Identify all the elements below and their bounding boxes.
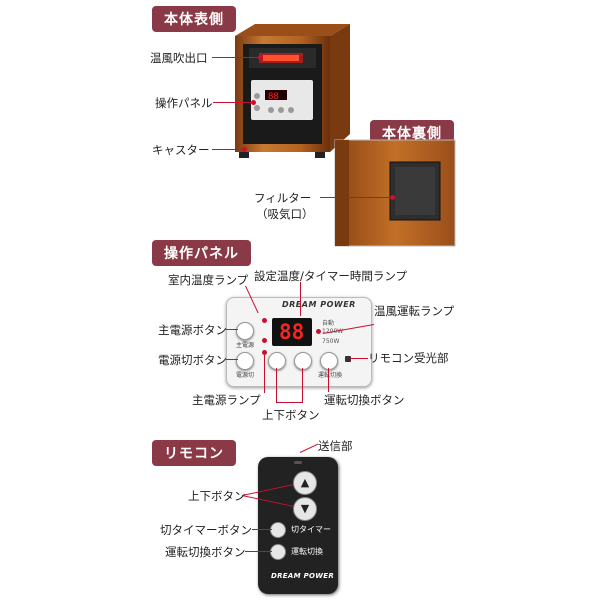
label-mode-button: 運転切換ボタン — [324, 393, 405, 407]
panel-display-digits: 88 — [279, 320, 305, 344]
leader-up-down-v2 — [302, 368, 303, 402]
leader-dot-filter — [390, 195, 395, 200]
remote-mode-label: 運転切換 — [291, 547, 323, 556]
panel-indicator-750: 750W — [322, 338, 340, 345]
heater-back-image — [334, 139, 456, 247]
label-filter-2: （吸気口） — [256, 207, 314, 221]
leader-main-power-lamp — [264, 355, 265, 393]
remote-brand: DREAM POWER — [271, 572, 335, 580]
label-caster: キャスター — [152, 143, 210, 157]
header-remote: リモコン — [152, 440, 236, 466]
label-main-power-lamp: 主電源ランプ — [192, 393, 261, 407]
remote-timer-button[interactable] — [270, 522, 286, 538]
leader-filter — [320, 197, 392, 198]
label-remote-timer: 切タイマーボタン — [160, 523, 252, 537]
label-remote-receiver: リモコン受光部 — [368, 351, 449, 365]
leader-dot-caster — [242, 147, 247, 152]
label-main-power-button: 主電源ボタン — [158, 323, 227, 337]
leader-up-down-v1 — [276, 368, 277, 402]
label-transmitter: 送信部 — [318, 439, 353, 453]
leader-main-power-button — [226, 329, 238, 330]
remote-down-button[interactable]: ▼ — [293, 497, 317, 521]
panel-power-off-button[interactable] — [236, 352, 254, 370]
leader-caster — [212, 149, 244, 150]
panel-remote-receiver — [345, 356, 351, 362]
panel-mode-button[interactable] — [320, 352, 338, 370]
panel-display — [272, 318, 312, 346]
leader-set-temp — [300, 282, 301, 316]
label-remote-up-down: 上下ボタン — [188, 489, 246, 503]
label-room-temp-lamp: 室内温度ランプ — [168, 273, 249, 287]
leader-transmitter — [299, 443, 319, 453]
panel-indicator-auto: 自動 — [322, 320, 335, 327]
panel-up-button[interactable] — [268, 352, 286, 370]
label-remote-mode: 運転切換ボタン — [165, 545, 246, 559]
leader-panel-front — [213, 102, 253, 103]
panel-indicator-set — [262, 338, 267, 343]
label-power-off-button: 電源切ボタン — [158, 353, 227, 367]
leader-outlet — [212, 57, 260, 58]
panel-power-off-label: 電源切 — [236, 372, 255, 379]
label-heat-lamp: 温風運転ランプ — [374, 304, 455, 318]
panel-indicator-heat — [316, 329, 321, 334]
panel-down-button[interactable] — [294, 352, 312, 370]
label-up-down-button: 上下ボタン — [262, 408, 320, 422]
leader-power-off-button — [226, 359, 238, 360]
leader-remote-mode — [245, 551, 272, 552]
svg-text:88: 88 — [268, 92, 279, 102]
header-panel: 操作パネル — [152, 240, 251, 266]
label-outlet: 温風吹出口 — [150, 51, 208, 65]
panel-indicator-room — [262, 318, 267, 323]
heater-front-image: 88 — [235, 24, 350, 158]
panel-main-power-button[interactable] — [236, 322, 254, 340]
label-panel-front: 操作パネル — [155, 96, 213, 110]
header-front: 本体表側 — [152, 6, 236, 32]
leader-mode-button — [328, 368, 329, 392]
panel-mode-label: 運転切換 — [318, 372, 343, 379]
leader-dot-outlet — [258, 55, 263, 60]
panel-main-power-lamp — [262, 350, 267, 355]
remote-mode-button[interactable] — [270, 544, 286, 560]
panel-brand: DREAM POWER — [282, 300, 356, 309]
leader-remote-receiver — [350, 358, 368, 359]
remote-transmitter — [294, 461, 302, 464]
remote-timer-label: 切タイマー — [291, 525, 331, 534]
remote-up-button[interactable]: ▲ — [293, 471, 317, 495]
label-set-temp-lamp: 設定温度/タイマー時間ランプ — [254, 269, 408, 283]
panel-main-power-label: 主電源 — [236, 342, 255, 349]
label-filter-1: フィルター — [254, 191, 312, 205]
leader-up-down-h — [276, 402, 303, 403]
leader-dot-panel-front — [251, 100, 256, 105]
leader-remote-timer — [252, 529, 272, 530]
